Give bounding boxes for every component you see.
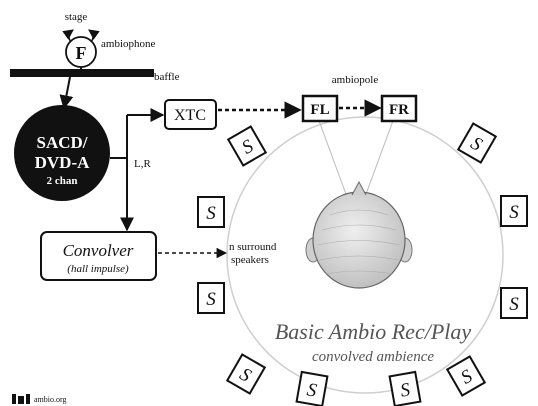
surround-speaker: S xyxy=(456,122,498,164)
sacd-label-line2: DVD-A xyxy=(35,153,90,172)
svg-text:S: S xyxy=(206,289,216,310)
diagram-title: Basic Ambio Rec/Play xyxy=(275,319,472,344)
diagram-subtitle: convolved ambience xyxy=(312,349,434,365)
surround-speaker: S xyxy=(197,196,225,228)
mic-left-arrow xyxy=(62,29,74,43)
surround-speaker: S xyxy=(225,353,267,395)
surround-label-line2: speakers xyxy=(231,254,269,266)
logo-text: ambio.org xyxy=(34,395,67,404)
svg-text:S: S xyxy=(509,202,519,223)
baffle-bar xyxy=(10,69,154,77)
surround-speaker: S xyxy=(295,370,329,406)
mic-right-arrow xyxy=(88,29,100,43)
sacd-label-line3: 2 chan xyxy=(47,175,78,187)
ambiophone-label: ambiophone xyxy=(101,38,155,50)
fr-speaker xyxy=(380,94,418,123)
sacd-label-line1: SACD/ xyxy=(36,133,87,152)
surround-label-line1: n surround xyxy=(229,241,277,253)
svg-text:S: S xyxy=(206,203,216,224)
listener-head-icon xyxy=(305,180,413,289)
surround-speaker: S xyxy=(226,125,268,167)
xtc-label: XTC xyxy=(174,107,206,124)
logo-icon xyxy=(12,394,30,404)
stage-label: stage xyxy=(65,11,88,23)
fl-speaker xyxy=(301,94,339,123)
surround-speaker: S xyxy=(445,355,487,397)
baffle-to-disc-arrow xyxy=(59,76,74,110)
svg-text:S: S xyxy=(509,294,519,315)
sacd-disc xyxy=(14,105,110,201)
baffle-label: baffle xyxy=(154,71,180,83)
svg-text:S: S xyxy=(399,379,412,401)
surround-speaker: S xyxy=(388,370,422,406)
fl-label: FL xyxy=(310,102,329,118)
surround-speaker: S xyxy=(500,287,528,319)
lr-label: L,R xyxy=(134,158,151,170)
convolver-label: Convolver xyxy=(63,241,134,260)
svg-text:S: S xyxy=(305,379,318,401)
xtc-box xyxy=(164,99,217,130)
ambiopole-label: ambiopole xyxy=(332,74,379,86)
mic-letter: F xyxy=(76,43,87,63)
fr-label: FR xyxy=(389,102,409,118)
surround-speaker: S xyxy=(197,282,225,314)
sightline-fl xyxy=(317,117,351,206)
surround-speaker: S xyxy=(500,195,528,227)
convolver-box xyxy=(40,231,157,281)
convolver-sublabel: (hall impulse) xyxy=(67,263,129,275)
sightline-fr xyxy=(361,117,395,206)
